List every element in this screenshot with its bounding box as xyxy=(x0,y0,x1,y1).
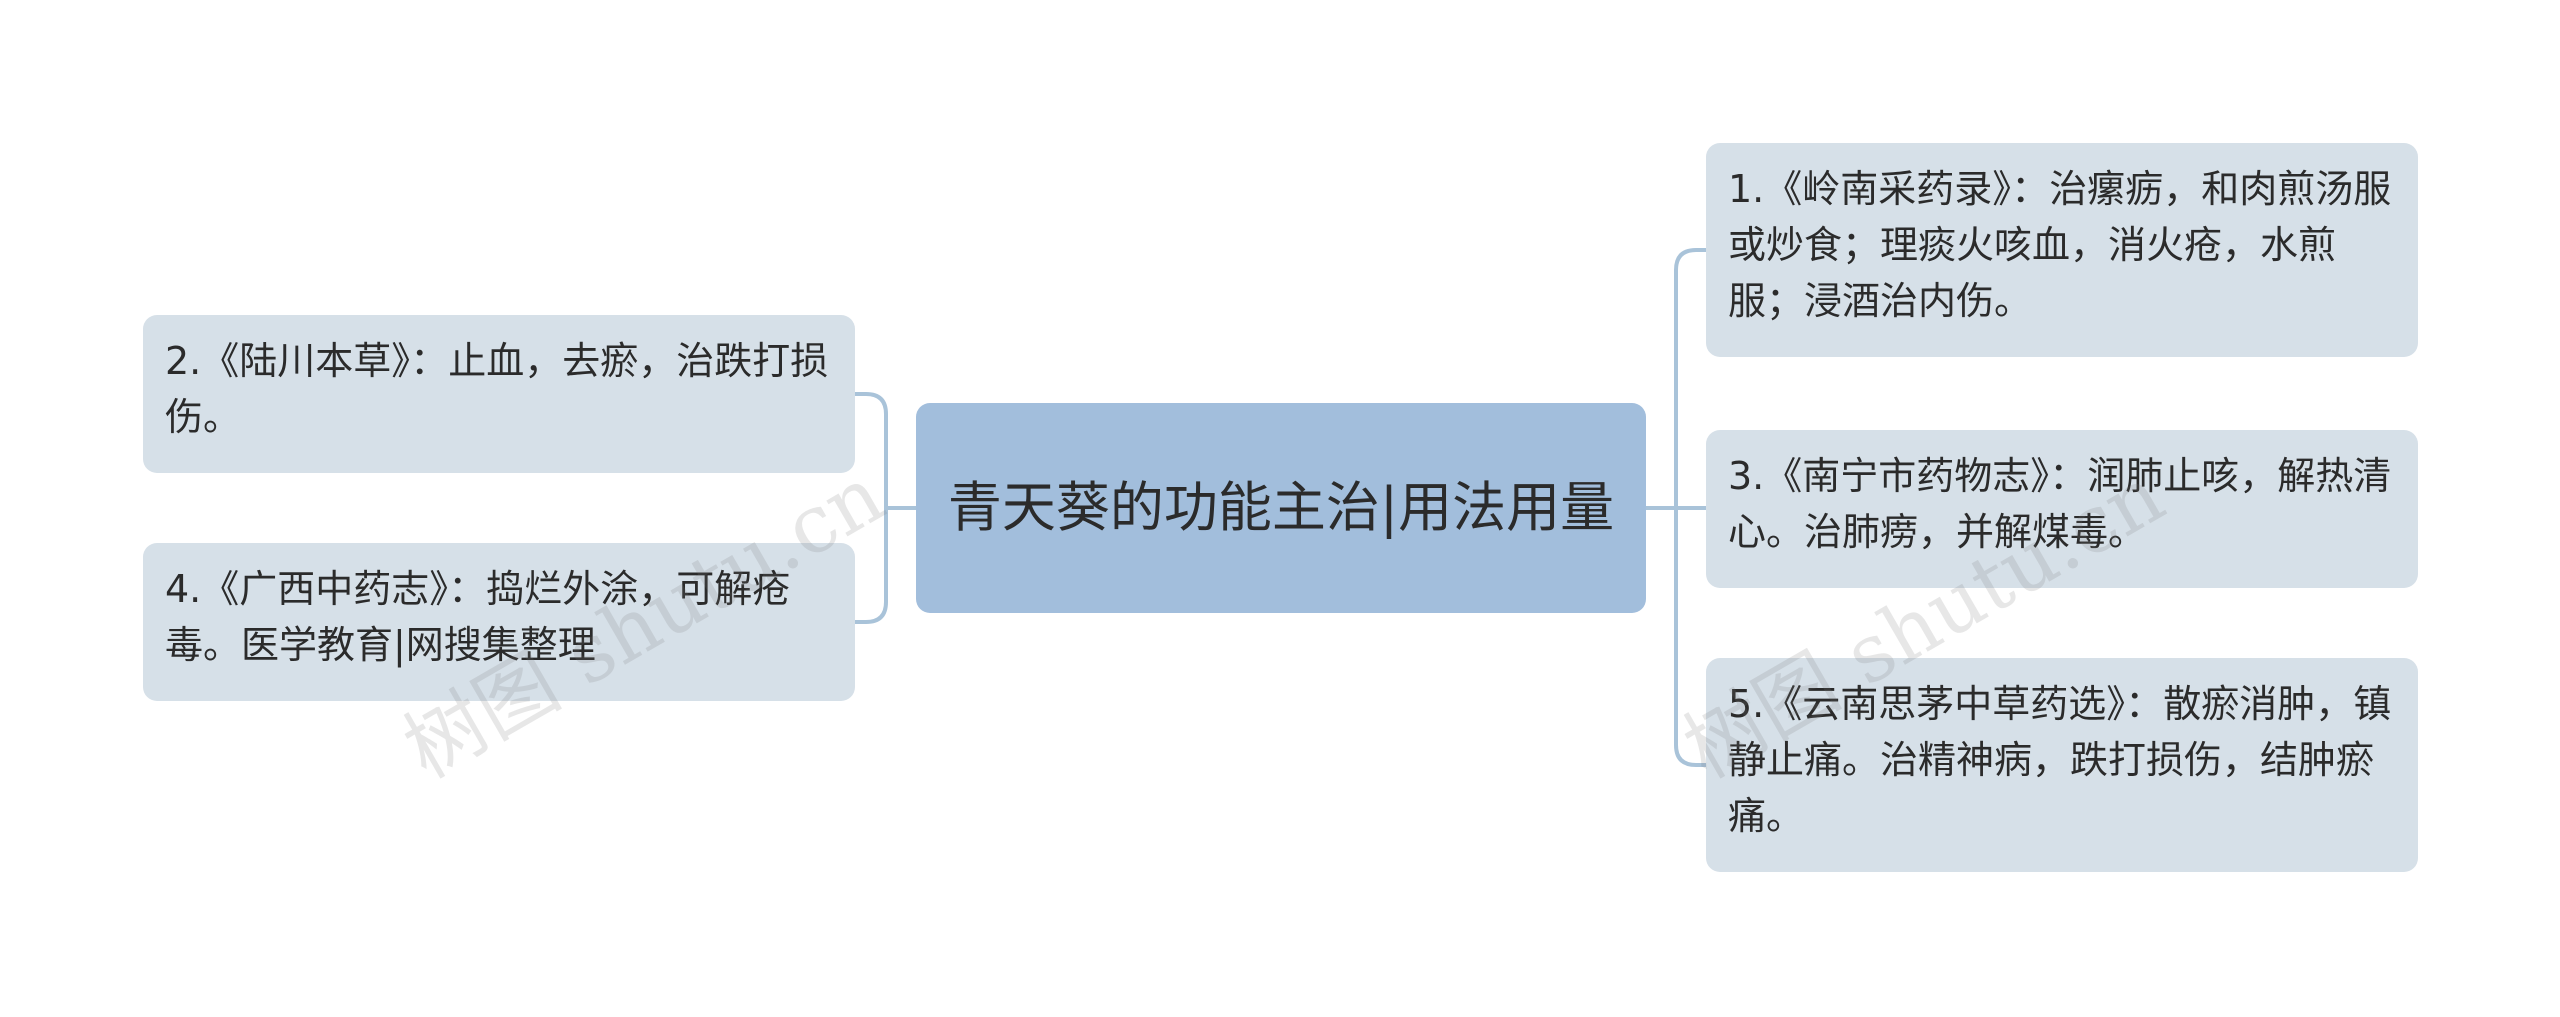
topic-node-1[interactable]: 1.《岭南采药录》：治瘰疬，和肉煎汤服或炒食；理痰火咳血，消火疮，水煎服；浸酒治… xyxy=(1706,143,2418,357)
topic-node-3[interactable]: 3.《南宁市药物志》：润肺止咳，解热清心。治肺痨，并解煤毒。 xyxy=(1706,430,2418,588)
topic-node-1-text: 1.《岭南采药录》：治瘰疬，和肉煎汤服或炒食；理痰火咳血，消火疮，水煎服；浸酒治… xyxy=(1728,167,2392,323)
connector-to-node-4 xyxy=(853,506,888,624)
root-topic-label: 青天葵的功能主治|用法用量 xyxy=(947,476,1615,539)
topic-node-3-text: 3.《南宁市药物志》：润肺止咳，解热清心。治肺痨，并解煤毒。 xyxy=(1728,454,2392,554)
connector-to-node-2 xyxy=(853,392,888,510)
topic-node-5-text: 5.《云南思茅中草药选》：散瘀消肿，镇静止痛。治精神病，跌打损伤，结肿瘀痛。 xyxy=(1728,682,2392,838)
topic-node-2-text: 2.《陆川本草》：止血，去瘀，治跌打损伤。 xyxy=(165,339,829,439)
connector-to-node-5 xyxy=(1674,506,1708,767)
connector-to-node-1 xyxy=(1674,248,1708,510)
topic-node-4-text: 4.《广西中药志》：捣烂外涂，可解疮毒。医学教育|网搜集整理 xyxy=(165,567,791,667)
topic-node-2[interactable]: 2.《陆川本草》：止血，去瘀，治跌打损伤。 xyxy=(143,315,855,473)
topic-node-4[interactable]: 4.《广西中药志》：捣烂外涂，可解疮毒。医学教育|网搜集整理 xyxy=(143,543,855,701)
topic-node-5[interactable]: 5.《云南思茅中草药选》：散瘀消肿，镇静止痛。治精神病，跌打损伤，结肿瘀痛。 xyxy=(1706,658,2418,872)
root-topic-node[interactable]: 青天葵的功能主治|用法用量 xyxy=(916,403,1646,613)
